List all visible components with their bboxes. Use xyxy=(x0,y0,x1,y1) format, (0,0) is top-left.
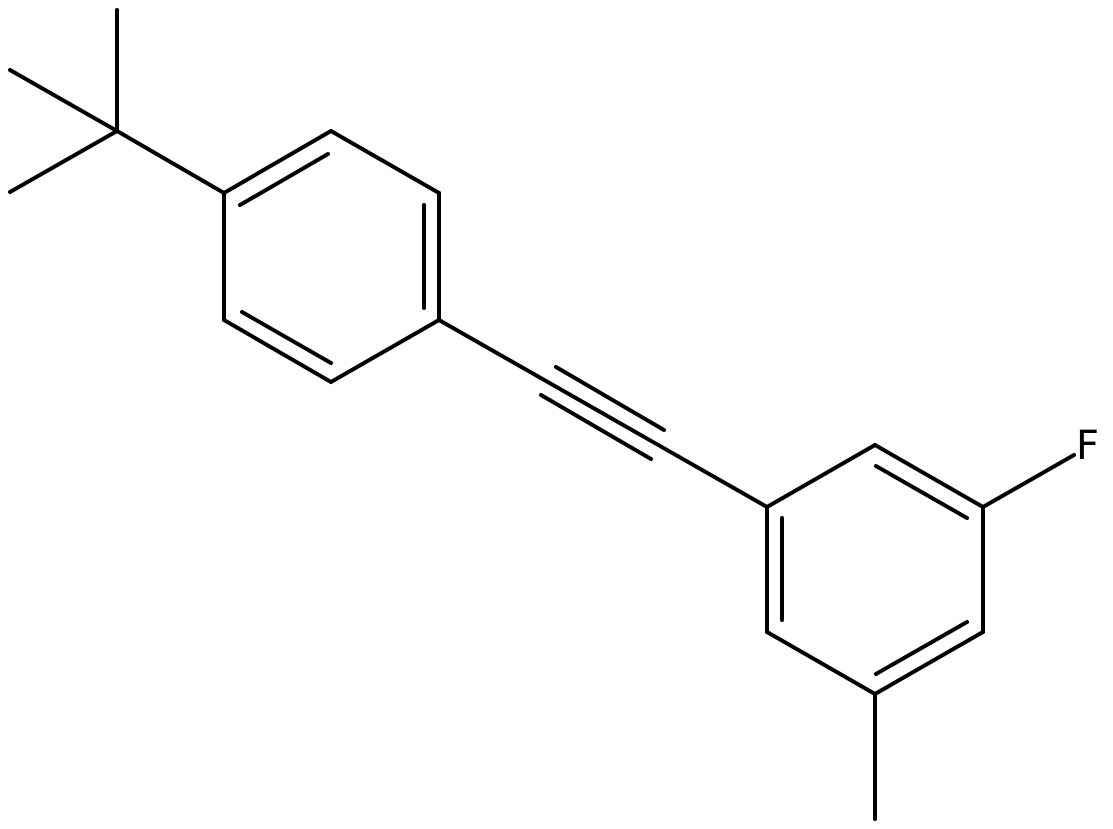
ring-right-bond-2 xyxy=(873,443,985,509)
alkyne-bond-lower xyxy=(539,393,653,461)
bond-to-fluorine xyxy=(981,453,1076,509)
alkyne-bond-upper xyxy=(554,365,666,432)
bond-tbu-to-ring xyxy=(115,129,226,195)
benzene-ring-left xyxy=(222,129,441,384)
ring-right-bond-1 xyxy=(765,443,877,509)
alkyne-triple-bond xyxy=(437,318,769,509)
ring-left-bond-4 xyxy=(329,318,441,384)
bond-tbu-methyl-left-lower xyxy=(8,129,119,194)
alkyne-bond-center xyxy=(437,318,769,509)
ring-left-bond-5 xyxy=(222,318,333,384)
tert-butyl-group xyxy=(8,8,226,195)
fluorine-atom-label: F xyxy=(1076,423,1099,469)
ring-left-double-1 xyxy=(238,152,330,207)
ring-right-double-1 xyxy=(874,464,969,520)
bond-tbu-methyl-left-upper xyxy=(8,68,119,133)
ring-right-bond-4 xyxy=(873,630,985,696)
ring-right-double-2 xyxy=(874,620,969,676)
ring-left-bond-1 xyxy=(222,129,333,195)
ring-left-double-3 xyxy=(240,310,333,365)
benzene-ring-right xyxy=(765,443,985,696)
ring-right-bond-5 xyxy=(765,630,877,696)
ring-left-bond-2 xyxy=(329,129,441,195)
